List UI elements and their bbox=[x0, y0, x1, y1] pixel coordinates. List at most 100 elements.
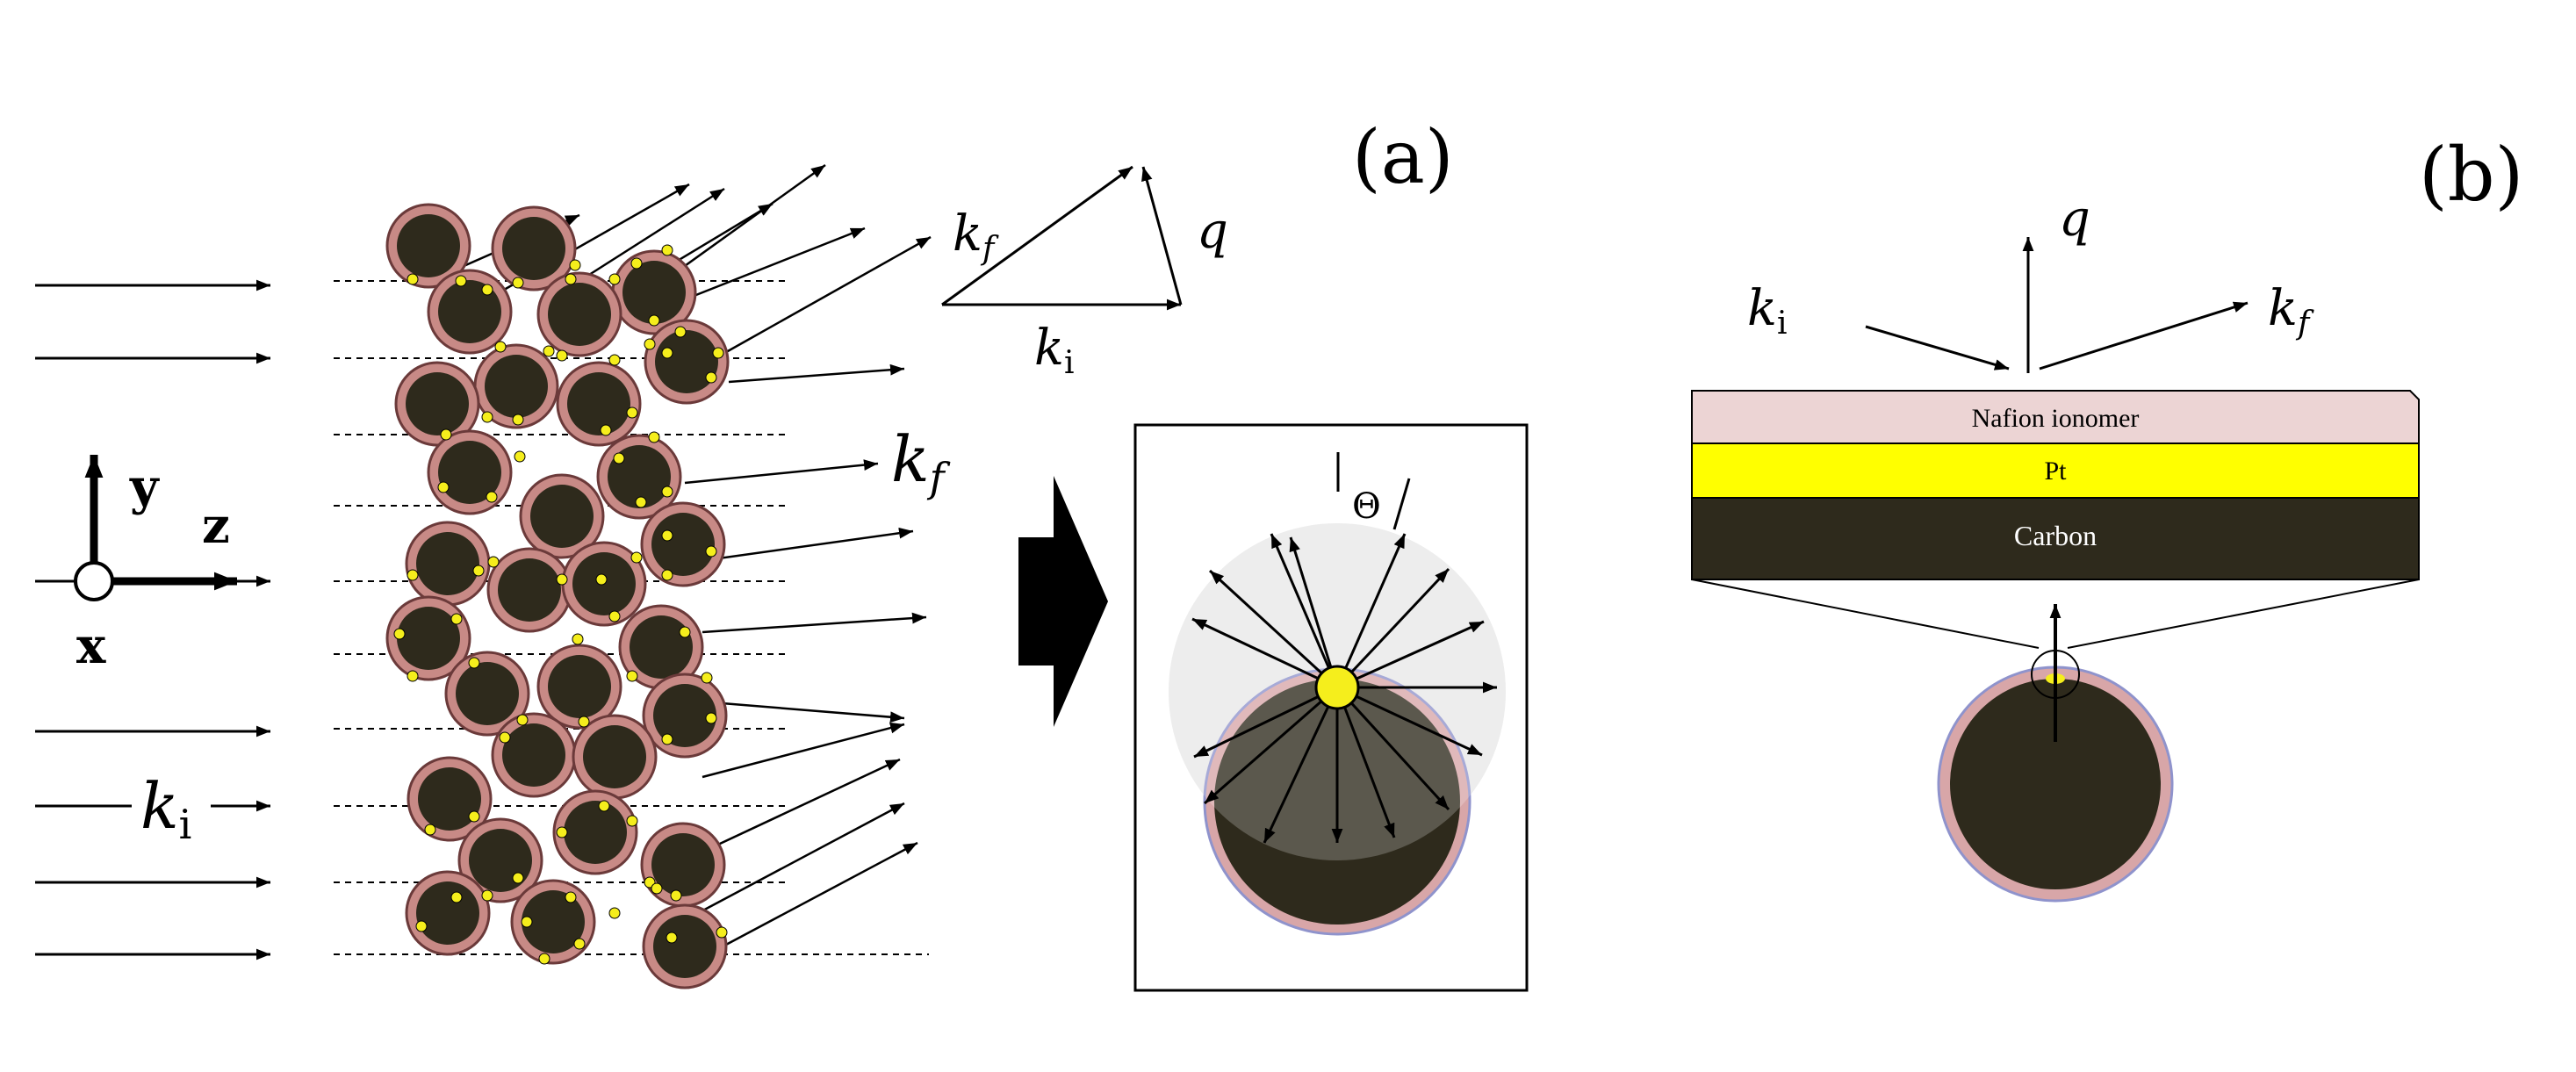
pt-nanoparticle bbox=[661, 529, 673, 542]
carbon-particle bbox=[519, 473, 605, 559]
carbon-particle bbox=[491, 712, 577, 798]
pt-layer-label: Pt bbox=[2044, 457, 2067, 486]
pt-nanoparticle bbox=[635, 496, 647, 508]
triangle-kf-k: k bbox=[953, 205, 982, 263]
panel-a-label: (a) bbox=[1352, 114, 1454, 200]
panel-b-wavevectors: q ki kf bbox=[1747, 191, 2314, 373]
triangle-ki-sub: i bbox=[1064, 345, 1075, 381]
scattered-arrow bbox=[684, 459, 879, 485]
panel-b-kf-sub: f bbox=[2295, 306, 2314, 342]
pt-nanoparticle bbox=[705, 712, 717, 724]
pt-nanoparticle bbox=[705, 545, 717, 558]
carbon-particle bbox=[552, 789, 638, 875]
scattered-arrow bbox=[579, 187, 725, 283]
scattered-arrow bbox=[728, 363, 905, 384]
pt-layer bbox=[1691, 442, 2420, 499]
incident-wavevector-label: ki bbox=[140, 769, 191, 848]
svg-text:ki: ki bbox=[1747, 280, 1787, 342]
svg-text:kf: kf bbox=[953, 205, 999, 267]
pt-nanoparticle bbox=[521, 916, 533, 928]
pt-nanoparticle bbox=[514, 450, 526, 463]
pt-nanoparticle bbox=[472, 565, 485, 577]
pt-nanoparticle bbox=[450, 613, 463, 625]
carbon-particle bbox=[491, 205, 577, 291]
pt-nanoparticle bbox=[437, 481, 450, 493]
carbon-particle bbox=[640, 501, 726, 587]
panel-b-label: (b) bbox=[2419, 132, 2523, 218]
carbon-particle bbox=[618, 604, 704, 690]
pt-nanoparticle bbox=[415, 920, 428, 932]
pt-nanoparticle bbox=[661, 569, 673, 581]
carbon-particle bbox=[394, 361, 480, 447]
scattered-arrow bbox=[710, 701, 905, 723]
coordinate-axes: y z x bbox=[74, 455, 237, 675]
pt-nanoparticle bbox=[512, 277, 524, 289]
pt-nanoparticle bbox=[565, 891, 577, 903]
carbon-particle bbox=[405, 870, 491, 956]
pt-nanoparticle bbox=[661, 347, 673, 359]
carbon-particle bbox=[473, 343, 559, 429]
panel-b-kf-k: k bbox=[2268, 280, 2298, 337]
svg-text:ki: ki bbox=[140, 769, 191, 848]
pt-scatterer-dot bbox=[1314, 665, 1360, 710]
pt-nanoparticle bbox=[468, 810, 480, 823]
pt-nanoparticle bbox=[600, 424, 612, 436]
radial-arrow bbox=[1335, 686, 1450, 811]
scattering-inset: Θ bbox=[1133, 423, 1529, 992]
pt-nanoparticle bbox=[716, 926, 728, 939]
pt-nanoparticle bbox=[648, 314, 660, 327]
pt-nanoparticle bbox=[608, 610, 621, 622]
pt-nanoparticle bbox=[666, 932, 678, 944]
radial-arrow bbox=[1336, 686, 1483, 757]
panel-b-ki-sub: i bbox=[1777, 306, 1788, 342]
pt-nanoparticle bbox=[626, 815, 638, 827]
pt-nanoparticle bbox=[424, 824, 436, 836]
pt-nanoparticle bbox=[626, 406, 638, 419]
radial-arrow bbox=[1336, 620, 1485, 689]
carbon-layer-label: Carbon bbox=[2014, 520, 2097, 551]
carbon-particle bbox=[385, 595, 471, 681]
pt-nanoparticle bbox=[468, 657, 480, 669]
pt-nanoparticle bbox=[512, 872, 524, 884]
pt-nanoparticle bbox=[705, 371, 717, 384]
pt-nanoparticle bbox=[608, 907, 621, 919]
pt-nanoparticle bbox=[661, 733, 673, 745]
carbon-particle bbox=[427, 269, 513, 355]
nafion-layer bbox=[1691, 390, 2420, 444]
pt-nanoparticle bbox=[565, 273, 577, 285]
carbon-particle bbox=[405, 521, 491, 607]
pt-nanoparticle bbox=[499, 731, 511, 744]
panel-b-ki-k: k bbox=[1747, 280, 1777, 337]
carbon-particle bbox=[536, 644, 622, 730]
incident-beam-arrows bbox=[35, 279, 270, 960]
carbon-particle bbox=[486, 547, 572, 633]
radial-scatter-arrows bbox=[1191, 533, 1497, 844]
scattered-arrow bbox=[710, 841, 918, 954]
ki-label-k: k bbox=[140, 769, 179, 843]
svg-text:kf: kf bbox=[891, 422, 951, 501]
radial-arrow bbox=[1193, 686, 1338, 759]
pt-nanoparticle bbox=[393, 628, 406, 640]
radial-arrow bbox=[1263, 687, 1339, 844]
pt-nanoparticle bbox=[481, 411, 493, 423]
carbon-particle bbox=[444, 651, 530, 737]
scattered-arrow bbox=[702, 612, 927, 634]
pt-nanoparticle bbox=[626, 670, 638, 682]
carbon-particle bbox=[640, 822, 726, 908]
pt-nanoparticle bbox=[481, 284, 493, 296]
triangle-ki-k: k bbox=[1034, 320, 1064, 377]
kf-label-k: k bbox=[891, 422, 930, 496]
pt-nanoparticle bbox=[670, 889, 682, 902]
pt-nanoparticle bbox=[598, 800, 610, 812]
pt-nanoparticle bbox=[481, 889, 493, 902]
scattered-arrow bbox=[693, 758, 901, 858]
panel-a: y z x ki kf kf ki q (a) bbox=[35, 114, 1529, 992]
panel-b-q-label: q bbox=[2059, 191, 2090, 248]
particle-layer bbox=[385, 203, 730, 989]
pt-nanoparticle bbox=[630, 257, 643, 270]
pt-nanoparticle bbox=[455, 275, 467, 287]
radial-arrow bbox=[1270, 533, 1339, 688]
pt-nanoparticle bbox=[556, 349, 568, 362]
pt-nanoparticle bbox=[651, 882, 663, 895]
x-axis-label: x bbox=[76, 617, 106, 675]
